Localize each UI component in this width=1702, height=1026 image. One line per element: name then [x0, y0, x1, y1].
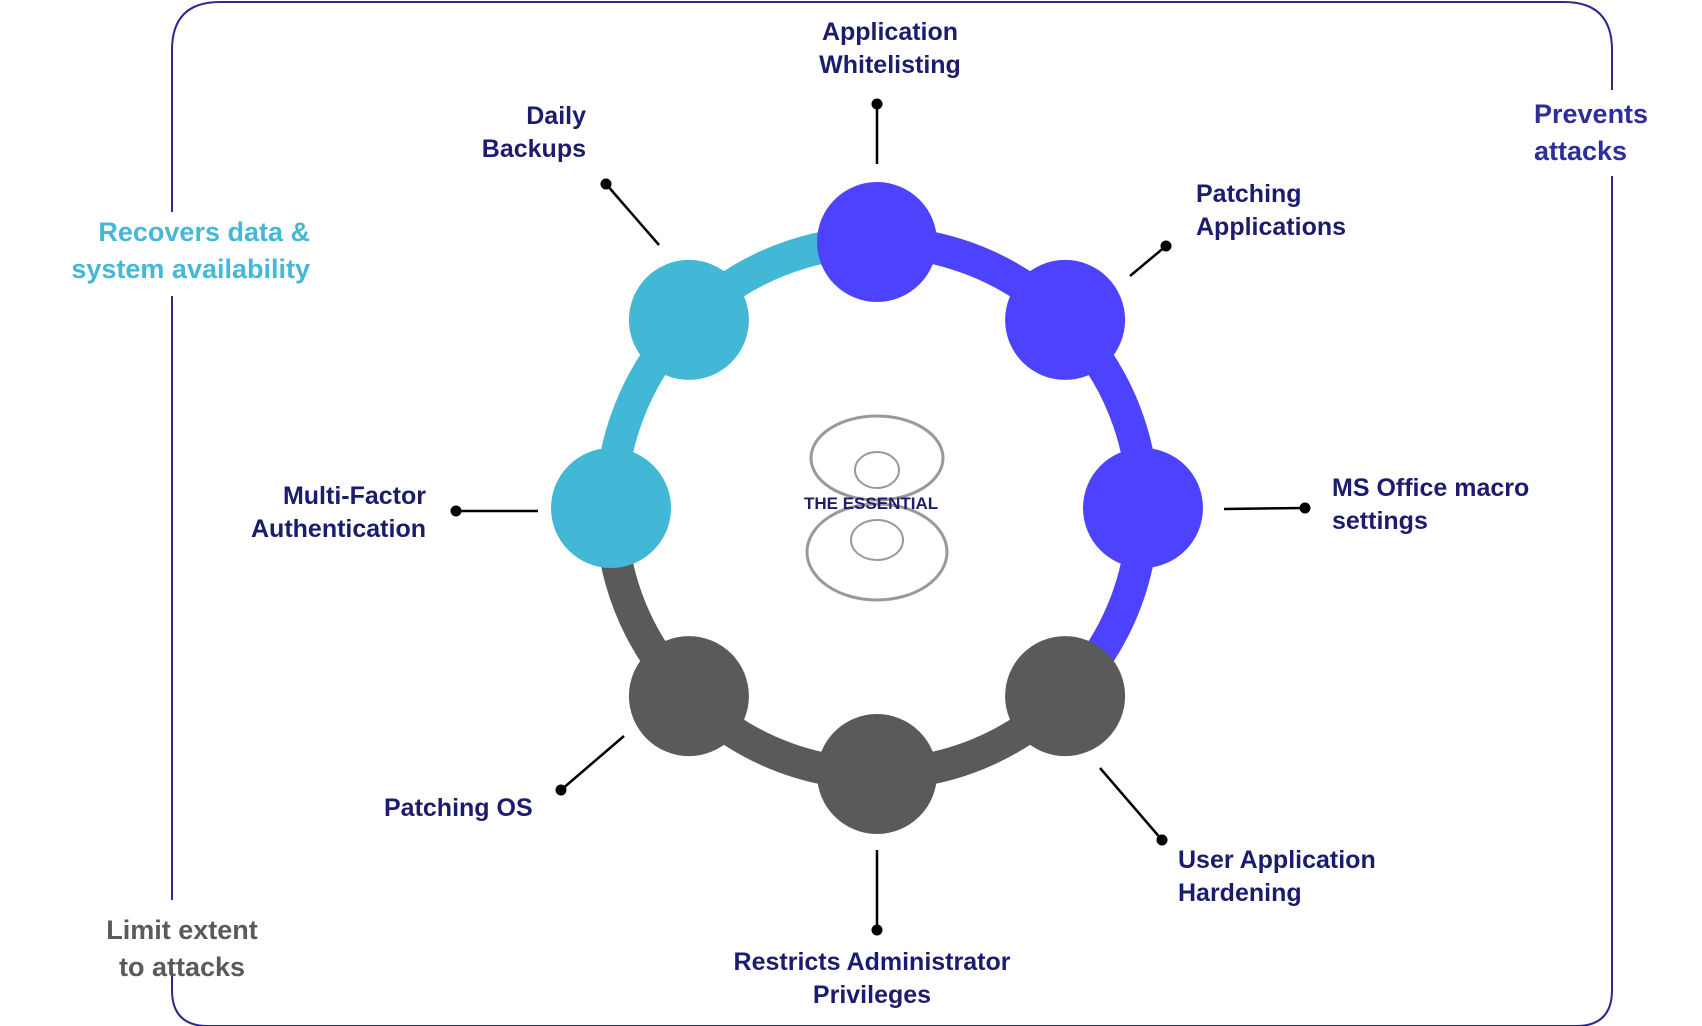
node-restricts-administrator-privileges — [817, 714, 937, 834]
category-line: system availability — [71, 254, 310, 284]
connector-dot-patching-applications — [1160, 240, 1172, 252]
frame-top-right — [171, 1, 1613, 212]
label-line: Multi-Factor — [282, 482, 426, 510]
label-line: Privileges — [812, 981, 932, 1009]
label-line: Restricts Administrator — [733, 948, 1011, 976]
eight-bottom-loop — [805, 502, 949, 602]
center-title: THE ESSENTIAL — [804, 494, 939, 513]
connectors — [450, 98, 1311, 936]
category-line: attacks — [1534, 136, 1628, 166]
label-line: Application — [821, 18, 959, 46]
category-limit-extent: Limit extent to attacks — [96, 912, 268, 986]
label-line: settings — [1332, 507, 1428, 535]
label-line: Hardening — [1178, 879, 1302, 907]
connector-line-ms-office-macro-settings — [1223, 506, 1306, 511]
label-line: Patching OS — [384, 794, 533, 822]
node-daily-backups — [628, 259, 749, 380]
label-line: Whitelisting — [819, 51, 961, 79]
ring-arc — [595, 507, 1051, 790]
label-patching-applications: Patching Applications — [1196, 178, 1346, 244]
label-daily-backups: Daily Backups — [440, 100, 586, 166]
label-line: User Application — [1178, 846, 1376, 874]
node-multi-factor-authentication — [551, 448, 671, 568]
label-multi-factor-authentication: Multi-Factor Authentication — [226, 480, 426, 546]
label-line: Daily — [526, 102, 586, 130]
category-line: Limit extent — [106, 915, 258, 945]
label-line: Authentication — [251, 515, 426, 543]
frame-right — [171, 176, 1613, 1026]
label-restricts-administrator-privileges: Restricts Administrator Privileges — [722, 946, 1022, 1012]
eight-top-loop — [809, 414, 945, 502]
connector-dot-multi-factor-authentication — [450, 505, 462, 517]
ring-arc — [876, 226, 1159, 731]
connector-line-patching-applications — [1129, 245, 1167, 277]
connector-line-user-application-hardening — [1099, 767, 1163, 841]
label-user-application-hardening: User Application Hardening — [1178, 844, 1376, 910]
node-patching-applications — [1005, 259, 1126, 380]
node-patching-os — [628, 636, 749, 757]
category-line: to attacks — [118, 952, 246, 982]
eight-bottom-hole — [850, 519, 904, 561]
category-prevents-attacks: Prevents attacks — [1534, 96, 1648, 170]
connector-dot-application-whitelisting — [871, 98, 883, 110]
label-line: Patching — [1196, 180, 1302, 208]
label-application-whitelisting: Application Whitelisting — [800, 16, 980, 82]
node-application-whitelisting — [817, 182, 937, 302]
connector-dot-ms-office-macro-settings — [1299, 502, 1311, 514]
category-line: Prevents — [1534, 99, 1649, 129]
node-user-application-hardening — [1005, 636, 1126, 757]
category-recovers-data: Recovers data & system availability — [32, 214, 310, 288]
label-patching-os: Patching OS — [384, 792, 533, 825]
label-line: Applications — [1196, 213, 1347, 241]
connector-dot-patching-os — [555, 784, 567, 796]
connector-line-daily-backups — [605, 183, 660, 246]
label-ms-office-macro-settings: MS Office macro settings — [1332, 472, 1529, 538]
label-line: MS Office macro — [1332, 474, 1530, 502]
nodes — [551, 182, 1203, 834]
connector-dot-daily-backups — [600, 178, 612, 190]
connector-dot-user-application-hardening — [1156, 834, 1168, 846]
connector-line-patching-os — [560, 735, 625, 791]
center-eight-outline — [805, 414, 949, 602]
category-line: Recovers data & — [98, 217, 310, 247]
node-ms-office-macro-settings — [1083, 448, 1203, 568]
connector-dot-restricts-administrator-privileges — [871, 924, 883, 936]
eight-top-hole — [854, 451, 900, 489]
label-line: Backups — [481, 135, 586, 163]
